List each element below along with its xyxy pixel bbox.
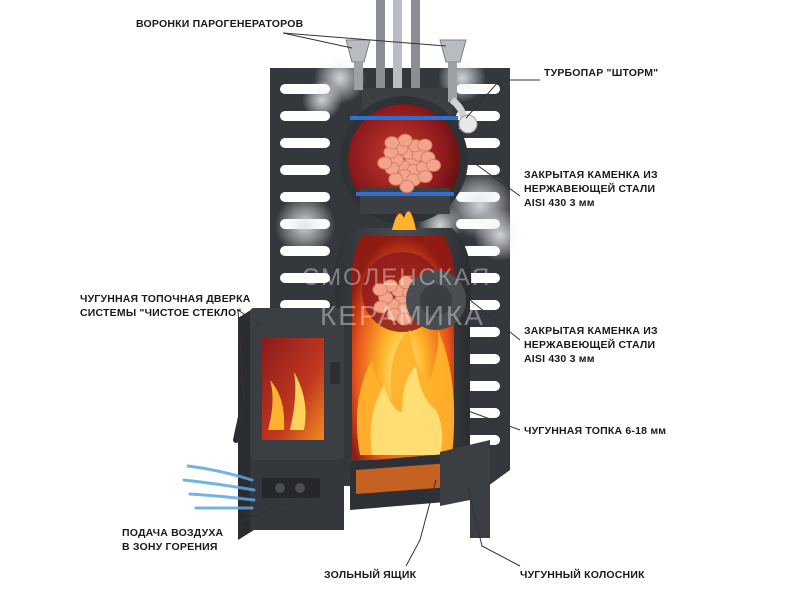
label-upper-heater: ЗАКРЫТАЯ КАМЕНКА ИЗ НЕРЖАВЕЮЩЕЙ СТАЛИ AI… (524, 168, 658, 210)
chimney-pipes (376, 0, 420, 120)
heater-stone (372, 283, 388, 297)
label-turbo-steam: ТУРБОПАР "ШТОРМ" (544, 67, 659, 79)
watermark-line-2: КЕРАМИКА (320, 300, 485, 331)
heater-stone (397, 133, 413, 147)
air-supply-arrows (182, 464, 256, 510)
grate-slot (280, 165, 330, 175)
label-ash-box: ЗОЛЬНЫЙ ЯЩИК (324, 569, 417, 581)
heater-stone (388, 172, 404, 186)
label-lower-heater-line-1: ЗАКРЫТАЯ КАМЕНКА ИЗ (524, 325, 658, 337)
leader-lines (237, 32, 540, 567)
heater-stone (417, 138, 433, 152)
heater-stone (377, 156, 393, 170)
label-door-line-1: ЧУГУННАЯ ТОПОЧНАЯ ДВЕРКА (80, 293, 251, 305)
heater-stone (373, 300, 389, 314)
label-air-supply: ПОДАЧА ВОЗДУХА В ЗОНУ ГОРЕНИЯ (122, 526, 223, 554)
label-grate: ЧУГУННЫЙ КОЛОСНИК (520, 569, 645, 581)
grate-slot (280, 138, 330, 148)
heater-stone (384, 136, 400, 150)
heater-stone (426, 158, 441, 172)
turbo-steam-pipe (458, 114, 478, 134)
label-upper-heater-line-1: ЗАКРЫТАЯ КАМЕНКА ИЗ (524, 169, 658, 181)
label-door-line-2: СИСТЕМЫ "ЧИСТОЕ СТЕКЛО" (80, 307, 242, 319)
grate-slot (280, 273, 330, 283)
flames (356, 211, 455, 455)
heater-stone (399, 180, 415, 193)
cast-iron-grate (440, 440, 490, 538)
fire-door (233, 308, 344, 540)
label-air-supply-line-2: В ЗОНУ ГОРЕНИЯ (122, 541, 218, 553)
watermark-line-1: СМОЛЕНСКАЯ (302, 264, 492, 291)
label-door: ЧУГУННАЯ ТОПОЧНАЯ ДВЕРКА СИСТЕМЫ "ЧИСТОЕ… (80, 292, 251, 320)
label-steam-funnels: ВОРОНКИ ПАРОГЕНЕРАТОРОВ (136, 18, 304, 30)
label-firebox: ЧУГУННАЯ ТОПКА 6-18 мм (524, 425, 667, 437)
label-lower-heater-line-2: НЕРЖАВЕЮЩЕЙ СТАЛИ (524, 339, 656, 351)
label-upper-heater-line-2: НЕРЖАВЕЮЩЕЙ СТАЛИ (524, 183, 656, 195)
grate-slot (280, 300, 330, 310)
label-lower-heater-line-3: AISI 430 3 мм (524, 353, 595, 365)
label-air-supply-line-1: ПОДАЧА ВОЗДУХА (122, 527, 224, 539)
upper-heater-chamber (340, 88, 468, 224)
label-lower-heater: ЗАКРЫТАЯ КАМЕНКА ИЗ НЕРЖАВЕЮЩЕЙ СТАЛИ AI… (524, 324, 658, 366)
heater-stone (417, 170, 433, 183)
heater-stone (396, 312, 412, 326)
grate-slot (456, 138, 500, 148)
label-upper-heater-line-3: AISI 430 3 мм (524, 197, 595, 209)
